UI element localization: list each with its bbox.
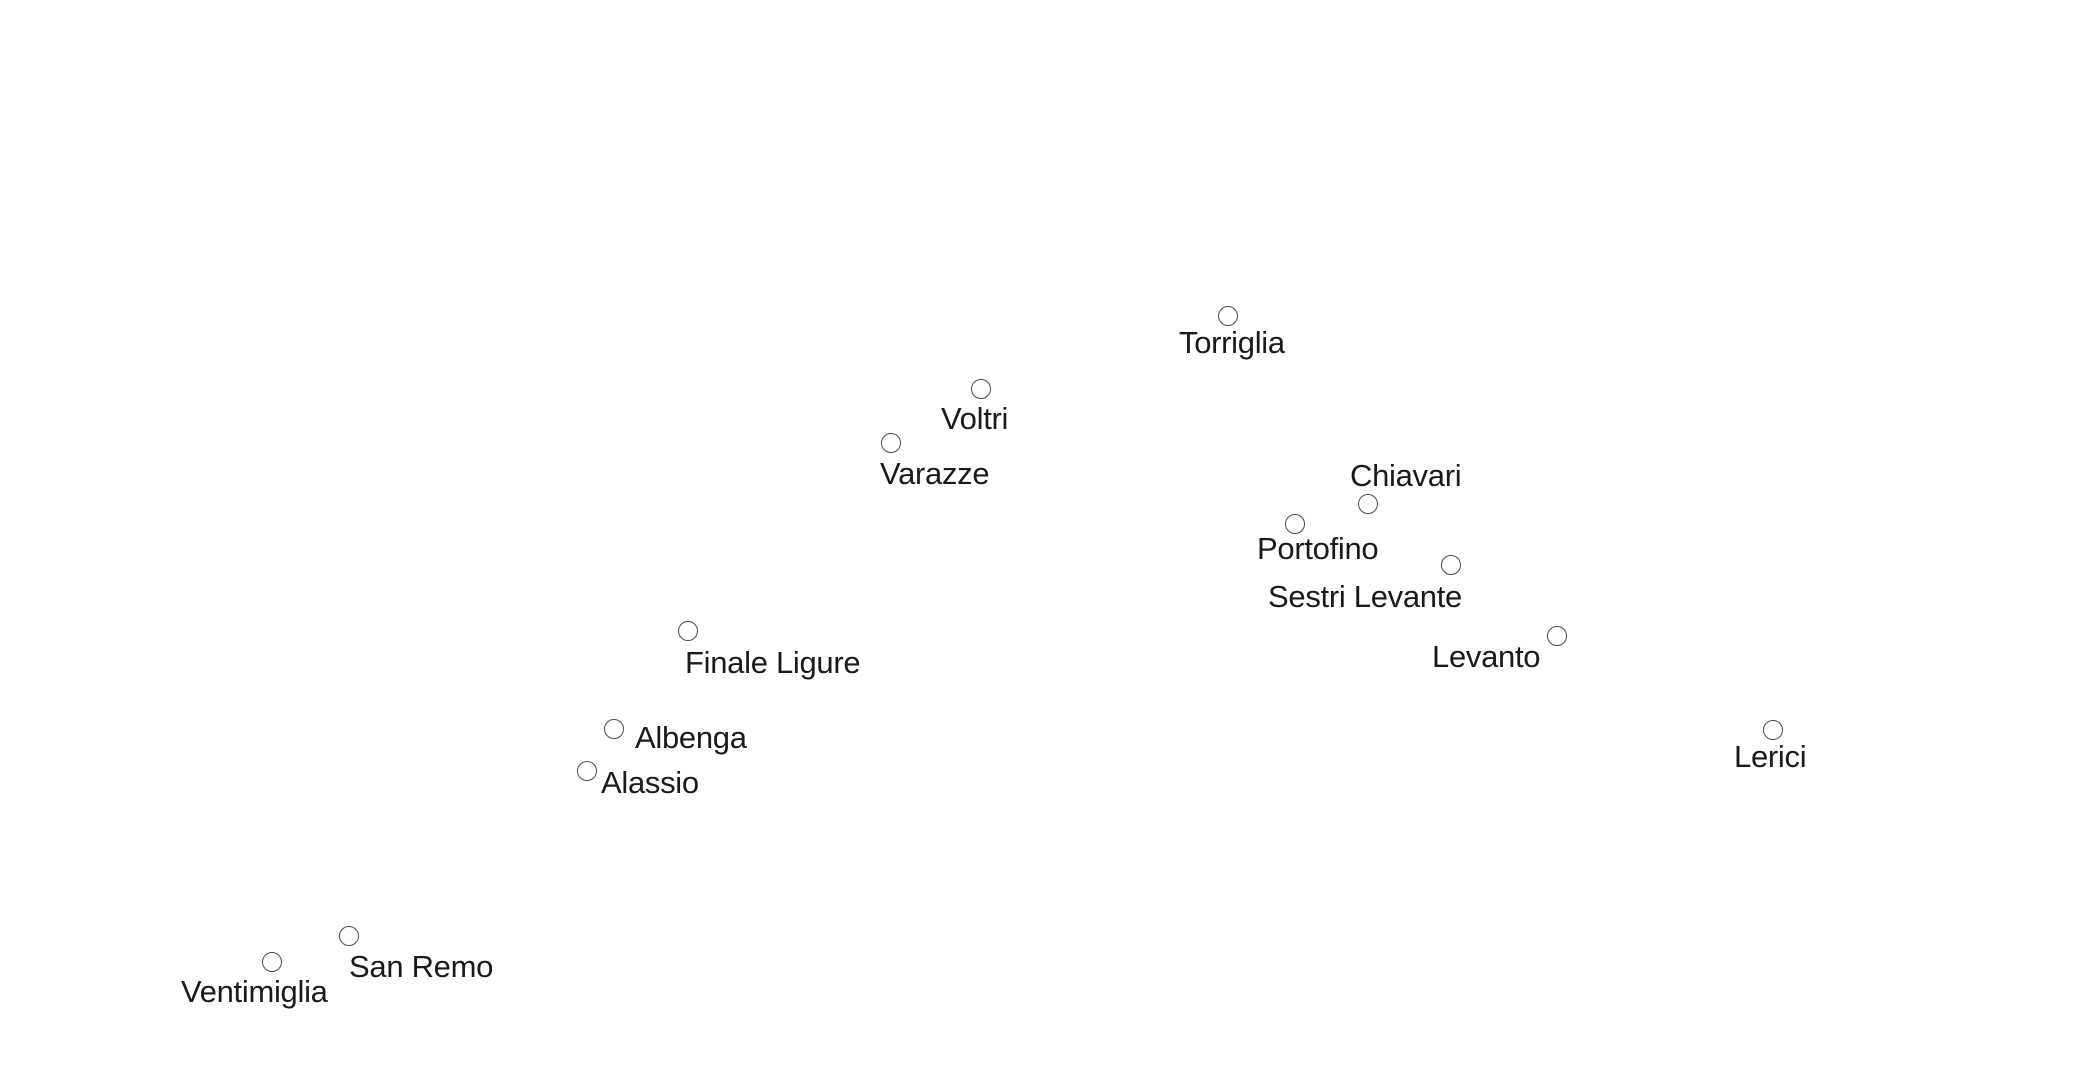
city-label-varazze: Varazze bbox=[880, 456, 990, 491]
city-label-portofino: Portofino bbox=[1257, 531, 1379, 566]
city-marker-sestri-levante[interactable] bbox=[1441, 555, 1461, 575]
city-label-sestri-levante: Sestri Levante bbox=[1268, 579, 1462, 614]
city-label-voltri: Voltri bbox=[941, 401, 1009, 436]
city-marker-torriglia[interactable] bbox=[1218, 306, 1238, 326]
city-marker-chiavari[interactable] bbox=[1358, 494, 1378, 514]
city-label-lerici: Lerici bbox=[1734, 739, 1807, 774]
city-label-chiavari: Chiavari bbox=[1350, 458, 1462, 493]
city-marker-alassio[interactable] bbox=[577, 761, 597, 781]
city-marker-portofino[interactable] bbox=[1285, 514, 1305, 534]
city-label-levanto: Levanto bbox=[1432, 639, 1541, 674]
city-marker-san-remo[interactable] bbox=[339, 926, 359, 946]
city-marker-albenga[interactable] bbox=[604, 719, 624, 739]
city-label-alassio: Alassio bbox=[601, 765, 699, 800]
city-marker-ventimiglia[interactable] bbox=[262, 952, 282, 972]
city-marker-varazze[interactable] bbox=[881, 433, 901, 453]
city-marker-voltri[interactable] bbox=[971, 379, 991, 399]
city-label-torriglia: Torriglia bbox=[1179, 325, 1285, 360]
city-marker-lerici[interactable] bbox=[1763, 720, 1783, 740]
city-label-ventimiglia: Ventimiglia bbox=[181, 974, 328, 1009]
city-label-albenga: Albenga bbox=[635, 720, 747, 755]
city-marker-finale-ligure[interactable] bbox=[678, 621, 698, 641]
city-label-finale-ligure: Finale Ligure bbox=[685, 645, 861, 680]
city-label-san-remo: San Remo bbox=[349, 949, 494, 984]
city-marker-levanto[interactable] bbox=[1547, 626, 1567, 646]
